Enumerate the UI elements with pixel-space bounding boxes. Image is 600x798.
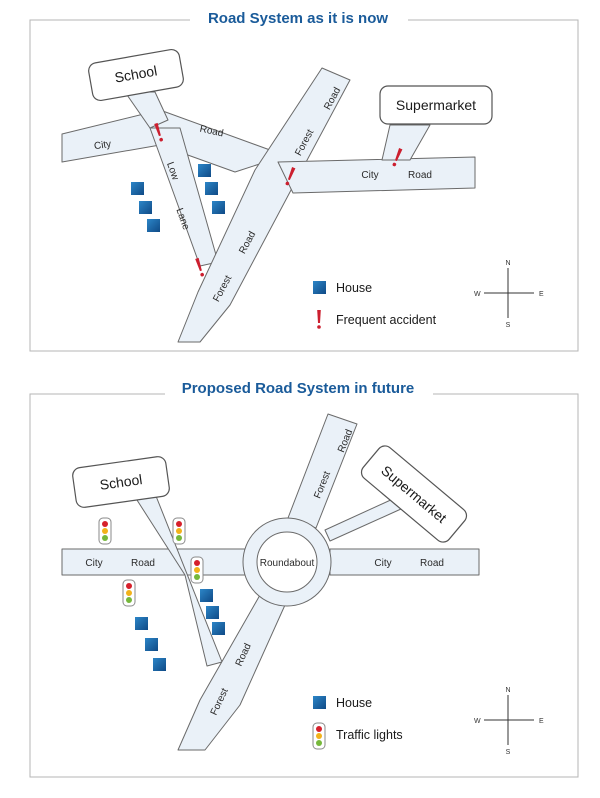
forest-road-south <box>177 594 286 751</box>
roundabout-centre <box>256 531 318 593</box>
bottom-map: Proposed Road System in future Roundabou… <box>29 378 579 778</box>
svg-text:S: S <box>506 322 511 329</box>
roundabout-label: Roundabout <box>260 558 315 569</box>
svg-text:E: E <box>539 718 544 725</box>
bottom-map-title: Proposed Road System in future <box>182 380 415 397</box>
legend-accident-label: Frequent accident <box>336 313 437 327</box>
supermarket-link <box>324 497 402 542</box>
label-city-left-bottom: City <box>85 558 102 569</box>
school-label-top: School <box>113 62 158 85</box>
school-label-bottom: School <box>99 471 144 493</box>
top-map: Road System as it is now School Supermar… <box>29 8 579 352</box>
school-road-bottom <box>127 485 223 667</box>
label-road-left-top: Road <box>199 124 225 140</box>
svg-text:S: S <box>506 749 511 756</box>
legend-house-label-bottom: House <box>336 696 372 710</box>
supermarket-box-bottom <box>360 445 468 543</box>
label-road-right-bottom: Road <box>420 558 444 569</box>
school-box-top <box>88 48 184 102</box>
legend-house-label: House <box>336 281 372 295</box>
forest-road-top <box>177 67 351 343</box>
svg-text:E: E <box>539 291 544 298</box>
legend-house-icon-bottom <box>313 696 326 709</box>
svg-text:N: N <box>505 687 510 694</box>
school-box-bottom <box>72 456 170 508</box>
forest-road-north <box>287 413 358 529</box>
svg-text:W: W <box>474 291 481 298</box>
svg-text:W: W <box>474 718 481 725</box>
legend-traffic-label: Traffic lights <box>336 728 403 742</box>
legend-house-icon <box>313 281 326 294</box>
top-map-title: Road System as it is now <box>208 10 388 27</box>
compass-icon-bottom: N S E W <box>474 687 544 756</box>
label-city-left-top: City <box>93 139 112 152</box>
svg-text:N: N <box>505 260 510 267</box>
supermarket-label-top: Supermarket <box>396 97 476 113</box>
supermarket-box-top <box>379 85 493 125</box>
label-city-right-top: City <box>361 170 378 181</box>
supermarket-connector <box>381 124 431 161</box>
label-city-right-bottom: City <box>374 558 391 569</box>
label-road-left-bottom: Road <box>131 558 155 569</box>
city-road-east-bottom <box>329 548 480 576</box>
compass-icon: N S E W <box>474 260 544 329</box>
label-road-right-top: Road <box>408 170 432 181</box>
